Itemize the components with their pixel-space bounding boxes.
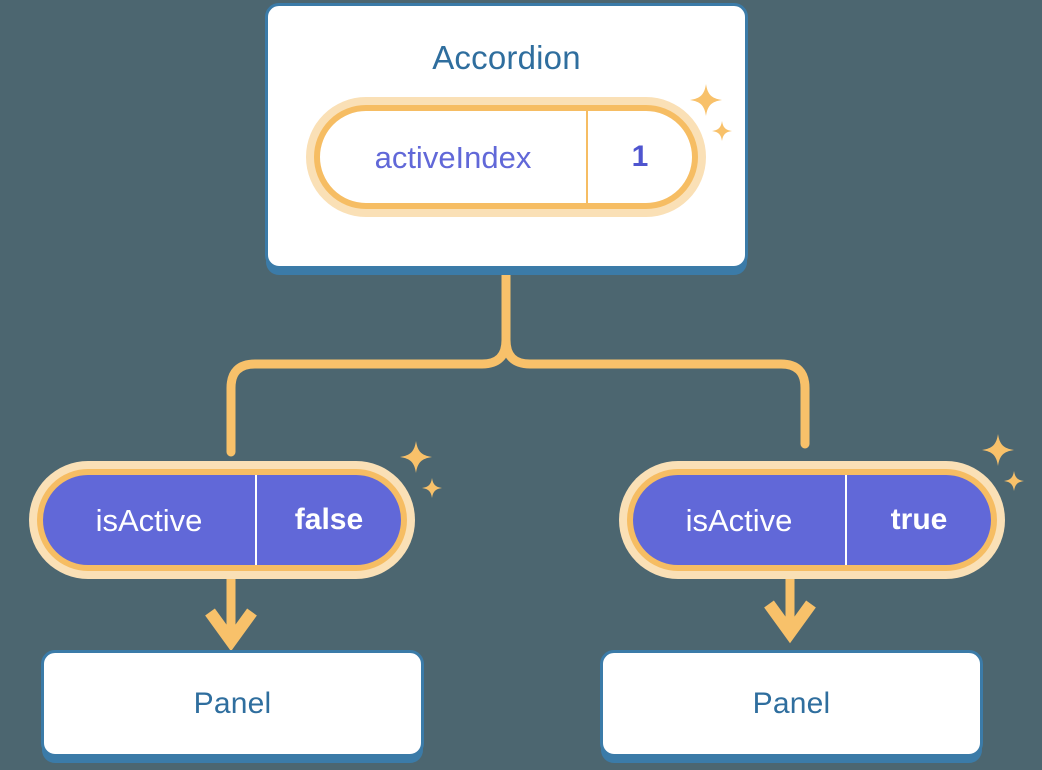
accordion-card-title: Accordion xyxy=(432,39,581,76)
state-pill-key: isActive xyxy=(633,475,847,565)
state-pill-value: 1 xyxy=(631,140,649,173)
connector-root-stem xyxy=(226,267,511,457)
state-pill-value: true xyxy=(890,503,948,536)
state-pill-is-active-false[interactable]: isActive false xyxy=(22,450,422,590)
connector-root-branch-right xyxy=(501,335,810,449)
panel-card-title: Panel xyxy=(752,686,831,720)
state-pill-body: isActive true xyxy=(627,469,997,571)
state-pill-key: activeIndex xyxy=(320,111,588,203)
state-pill-active-index[interactable]: activeIndex 1 xyxy=(306,97,706,217)
panel-card-right[interactable]: Panel xyxy=(600,650,983,757)
panel-card-left[interactable]: Panel xyxy=(41,650,424,757)
state-pill-body: activeIndex 1 xyxy=(314,105,698,209)
state-pill-is-active-true[interactable]: isActive true xyxy=(612,450,1012,590)
sparkle-small-icon xyxy=(422,478,442,498)
state-pill-value: false xyxy=(294,503,364,536)
panel-card-title: Panel xyxy=(193,686,272,720)
state-pill-key: isActive xyxy=(43,475,257,565)
state-pill-body: isActive false xyxy=(37,469,407,571)
